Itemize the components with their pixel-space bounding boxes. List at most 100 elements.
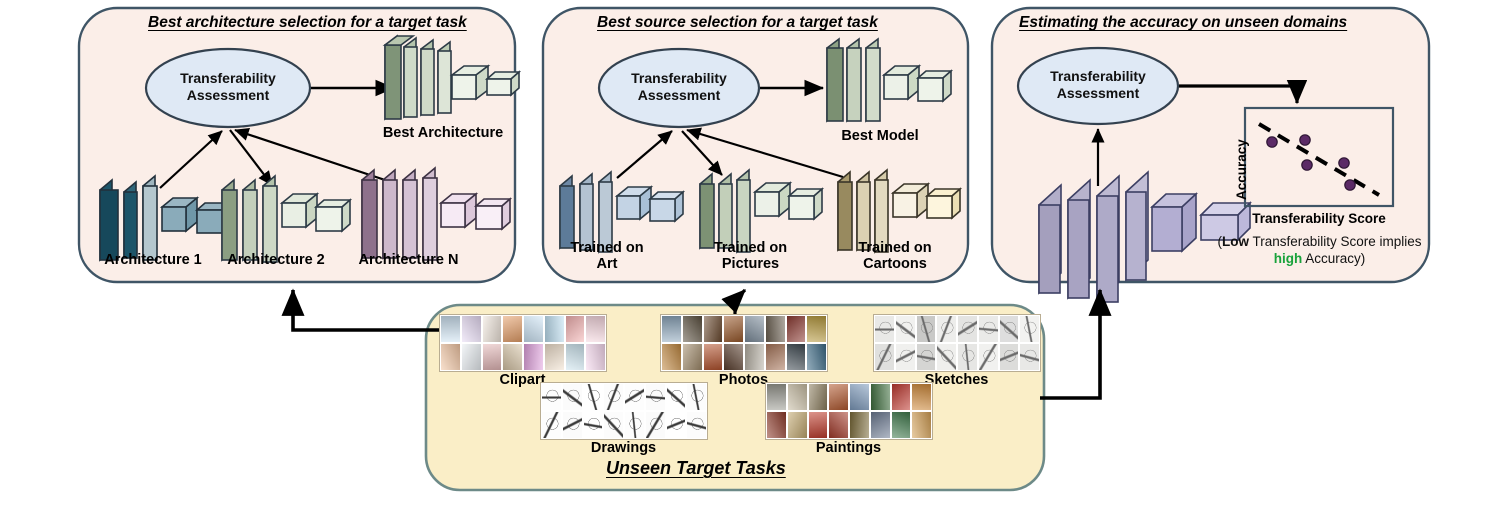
domain-thumbnail-grid-photos xyxy=(660,314,828,372)
thumbnail-cell xyxy=(723,315,744,343)
scatter-point xyxy=(1301,159,1313,171)
network-best-architecture xyxy=(382,34,522,121)
thumbnail-cell xyxy=(564,343,586,371)
thumbnail-cell xyxy=(957,315,978,343)
label-best-model: Best Model xyxy=(841,128,919,144)
thumbnail-cell xyxy=(849,411,870,439)
network-architecture-2 xyxy=(221,174,353,264)
domain-thumbnail-grid-paintings xyxy=(765,382,933,440)
scatter-trendline xyxy=(1257,122,1381,197)
thumbnail-cell xyxy=(869,383,891,411)
label-trained-on-cartoons: Trained on Cartoons xyxy=(858,240,932,273)
note-high: high xyxy=(1273,250,1303,266)
thumbnail-cell xyxy=(936,343,957,371)
thumbnail-cell xyxy=(998,343,1020,371)
thumbnail-cell xyxy=(1019,315,1040,343)
thumbnail-cell xyxy=(603,383,624,411)
thumbnail-cell xyxy=(915,315,937,343)
thumbnail-cell xyxy=(541,411,562,439)
thumbnail-cell xyxy=(681,315,703,343)
thumbnail-cell xyxy=(744,315,765,343)
thumbnail-cell xyxy=(915,343,937,371)
thumbnail-cell xyxy=(828,411,849,439)
label-architecture-2: Architecture 2 xyxy=(227,252,325,268)
thumbnail-cell xyxy=(460,315,482,343)
thumbnail-cell xyxy=(644,411,666,439)
thumbnail-cell xyxy=(807,411,829,439)
thumbnail-cell xyxy=(849,383,870,411)
thumbnail-cell xyxy=(603,411,624,439)
thumbnail-cell xyxy=(644,383,666,411)
thumbnail-cell xyxy=(786,383,808,411)
thumbnail-cell xyxy=(481,343,503,371)
thumbnail-cell xyxy=(481,315,503,343)
thumbnail-cell xyxy=(440,315,461,343)
thumbnail-cell xyxy=(1019,343,1040,371)
arrow-clipart-to-panel-architecture xyxy=(281,288,455,332)
label-architecture-1: Architecture 1 xyxy=(104,252,202,268)
thumbnail-cell xyxy=(936,315,957,343)
thumbnail-cell xyxy=(785,343,807,371)
thumbnail-cell xyxy=(957,343,978,371)
note-prefix: ( xyxy=(1217,234,1222,249)
thumbnail-cell xyxy=(543,343,565,371)
thumbnail-cell xyxy=(977,315,999,343)
thumbnail-cell xyxy=(561,411,583,439)
thumbnail-cell xyxy=(702,315,724,343)
transferability-assessment-oval-1 xyxy=(144,47,312,129)
arrow-archN-to-oval xyxy=(234,128,386,182)
thumbnail-cell xyxy=(541,383,562,411)
panel-title-architecture: Best architecture selection for a target… xyxy=(148,14,467,31)
thumbnail-cell xyxy=(723,343,744,371)
network-architecture-1 xyxy=(99,174,234,262)
thumbnail-cell xyxy=(766,411,787,439)
thumbnail-cell xyxy=(874,315,895,343)
thumbnail-cell xyxy=(582,383,604,411)
arrow-art-to-oval xyxy=(616,130,673,179)
thumbnail-cell xyxy=(890,411,912,439)
thumbnail-cell xyxy=(785,315,807,343)
scatter-point xyxy=(1338,157,1350,169)
thumbnail-cell xyxy=(874,343,895,371)
thumbnail-cell xyxy=(460,343,482,371)
note-mid: Transferability Score implies xyxy=(1248,234,1422,249)
scatter-point xyxy=(1344,179,1356,191)
label-best-architecture: Best Architecture xyxy=(382,125,504,141)
thumbnail-cell xyxy=(661,343,682,371)
thumbnail-cell xyxy=(911,383,932,411)
thumbnail-cell xyxy=(686,383,707,411)
domain-thumbnail-grid-sketches xyxy=(873,314,1041,372)
network-best-model xyxy=(826,37,954,123)
domain-label-paintings: Paintings xyxy=(815,440,882,456)
thumbnail-cell xyxy=(681,343,703,371)
thumbnail-cell xyxy=(806,343,827,371)
scatter-point xyxy=(1299,134,1311,146)
note-low: Low xyxy=(1221,234,1249,249)
thumbnail-cell xyxy=(828,383,849,411)
label-trained-on-art: Trained on Art xyxy=(570,240,644,273)
scatter-y-axis-label: Accuracy xyxy=(1234,139,1249,200)
panel-title-accuracy: Estimating the accuracy on unseen domain… xyxy=(1019,14,1348,31)
thumbnail-cell xyxy=(806,315,827,343)
scatter-x-axis-label: Transferability Score xyxy=(1252,211,1386,226)
transferability-assessment-oval-2 xyxy=(597,47,761,129)
thumbnail-cell xyxy=(582,411,604,439)
thumbnail-cell xyxy=(894,343,916,371)
network-unseen-domain-model xyxy=(1038,170,1252,304)
thumbnail-cell xyxy=(564,315,586,343)
thumbnail-cell xyxy=(766,383,787,411)
network-trained-on-pictures xyxy=(699,168,825,254)
domain-thumbnail-grid-clipart xyxy=(439,314,607,372)
arrow-oval-to-scatter-plot xyxy=(1179,79,1308,105)
arrow-cartoons-to-oval xyxy=(686,127,844,179)
thumbnail-cell xyxy=(585,315,606,343)
thumbnail-cell xyxy=(686,411,707,439)
thumbnail-cell xyxy=(661,315,682,343)
thumbnail-cell xyxy=(523,343,544,371)
unseen-target-tasks-title: Unseen Target Tasks xyxy=(606,458,786,478)
thumbnail-cell xyxy=(786,411,808,439)
domain-label-clipart: Clipart xyxy=(499,372,546,388)
domain-thumbnail-grid-drawings xyxy=(540,382,708,440)
panel-title-source: Best source selection for a target task xyxy=(597,14,878,31)
